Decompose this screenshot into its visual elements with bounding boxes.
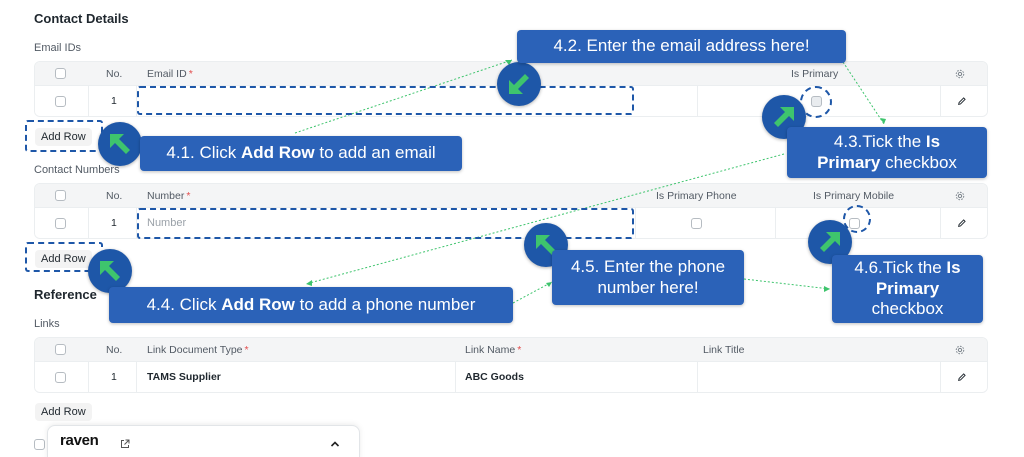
phone-add-row-button[interactable]: Add Row	[35, 250, 92, 268]
row-number: 1	[111, 371, 117, 383]
col-link-title: Link Title	[703, 343, 745, 356]
callout-bold: Is	[946, 258, 961, 278]
highlight-is-primary-mobile	[843, 205, 871, 233]
callout-text: to add a phone number	[294, 294, 476, 314]
callout-4-2: 4.2. Enter the email address here!	[517, 30, 846, 63]
edit-pencil-icon[interactable]	[957, 362, 967, 392]
row-select-checkbox[interactable]	[55, 208, 66, 238]
callout-bold: Add Row	[241, 143, 315, 163]
callout-bold: Add Row	[221, 294, 295, 314]
links-label: Links	[34, 318, 60, 330]
edit-pencil-icon[interactable]	[957, 208, 967, 238]
pointer-arrow-icon	[98, 122, 142, 166]
row-select-checkbox[interactable]	[55, 362, 66, 392]
col-no: No.	[106, 189, 123, 202]
connector-4-4-to-4-5	[512, 281, 553, 304]
col-link-name: Link Name*	[465, 338, 521, 361]
link-name-value[interactable]: ABC Goods	[465, 371, 524, 383]
settings-gear-icon[interactable]	[955, 184, 965, 207]
external-link-icon[interactable]	[120, 436, 130, 454]
col-link-name-text: Link Name	[465, 343, 516, 356]
phone-table-header: No. Number* Is Primary Phone Is Primary …	[35, 184, 987, 208]
links-table-header: No. Link Document Type* Link Name* Link …	[35, 338, 987, 362]
contact-numbers-label: Contact Numbers	[34, 164, 120, 176]
col-link-document-type: Link Document Type*	[147, 338, 249, 361]
select-all-checkbox[interactable]	[55, 184, 66, 207]
highlight-is-primary	[800, 86, 832, 118]
connector-4-3-to-4-4	[305, 153, 785, 285]
edit-pencil-icon[interactable]	[957, 86, 967, 116]
col-number-text: Number	[147, 189, 185, 202]
section-title-reference: Reference	[34, 287, 97, 302]
callout-text: 4.6.Tick the	[854, 258, 947, 278]
callout-4-5: 4.5. Enter the phone number here!	[552, 250, 744, 305]
callout-text: 4.4. Click	[146, 294, 222, 314]
settings-gear-icon[interactable]	[955, 338, 965, 361]
highlight-phone-input	[137, 208, 634, 239]
raven-chat-bar[interactable]: raven	[47, 425, 360, 457]
highlight-email-add-row	[25, 120, 103, 152]
pointer-arrow-icon	[808, 220, 852, 264]
callout-bold: Primary	[817, 152, 881, 172]
chevron-up-icon[interactable]	[330, 435, 340, 453]
required-mark: *	[244, 343, 249, 356]
callout-text: to add an email	[314, 143, 436, 163]
callout-bold: Primary	[875, 278, 940, 298]
col-email-id: Email ID*	[147, 62, 193, 85]
is-primary-phone-checkbox[interactable]	[691, 208, 702, 238]
links-table: No. Link Document Type* Link Name* Link …	[34, 337, 988, 393]
callout-4-6: 4.6.Tick the Is Primary checkbox	[832, 255, 983, 323]
select-all-checkbox[interactable]	[55, 338, 66, 361]
callout-text: 4.5. Enter the phone	[570, 257, 726, 277]
callout-4-1: 4.1. Click Add Row to add an email	[140, 136, 462, 171]
checkbox-partial[interactable]	[34, 439, 45, 450]
required-mark: *	[517, 343, 522, 356]
callout-text: 4.1. Click	[166, 143, 241, 163]
connector-4-5-to-4-6	[743, 278, 831, 290]
col-is-primary-mobile: Is Primary Mobile	[813, 189, 895, 202]
callout-4-3: 4.3.Tick the Is Primary checkbox	[787, 127, 987, 178]
links-add-row-button[interactable]: Add Row	[35, 403, 92, 421]
row-number: 1	[111, 95, 117, 107]
phone-number-placeholder: Number	[147, 217, 187, 229]
callout-text: 4.2. Enter the email address here!	[553, 36, 810, 56]
link-document-type-value[interactable]: TAMS Supplier	[147, 371, 221, 383]
col-number: Number*	[147, 184, 190, 207]
callout-bold: Is	[925, 132, 941, 152]
pointer-arrow-icon	[497, 62, 541, 106]
col-email-id-text: Email ID	[147, 67, 187, 80]
select-all-checkbox[interactable]	[55, 62, 66, 85]
required-mark: *	[188, 67, 193, 80]
raven-brand: raven	[60, 432, 99, 449]
col-no: No.	[106, 343, 123, 356]
row-number: 1	[111, 217, 117, 229]
email-ids-label: Email IDs	[34, 42, 82, 54]
col-link-document-type-text: Link Document Type	[147, 343, 243, 356]
col-no: No.	[106, 67, 123, 80]
row-select-checkbox[interactable]	[55, 86, 66, 116]
callout-4-4: 4.4. Click Add Row to add a phone number	[109, 287, 513, 323]
col-is-primary: Is Primary	[791, 67, 839, 80]
callout-text: 4.3.Tick the	[833, 132, 926, 152]
col-is-primary-phone: Is Primary Phone	[656, 189, 737, 202]
section-title-contact-details: Contact Details	[34, 11, 129, 26]
pointer-arrow-icon	[88, 249, 132, 293]
required-mark: *	[186, 189, 191, 202]
connector-4-2-to-4-3	[842, 61, 885, 125]
phone-number-input[interactable]: Number	[147, 208, 186, 238]
settings-gear-icon[interactable]	[955, 62, 965, 85]
email-add-row-button[interactable]: Add Row	[35, 128, 92, 146]
callout-text: number here!	[597, 277, 699, 297]
highlight-email-input	[137, 86, 634, 115]
callout-text: checkbox	[880, 152, 957, 172]
callout-text: checkbox	[871, 299, 944, 319]
table-row: 1 TAMS Supplier ABC Goods	[35, 362, 987, 392]
